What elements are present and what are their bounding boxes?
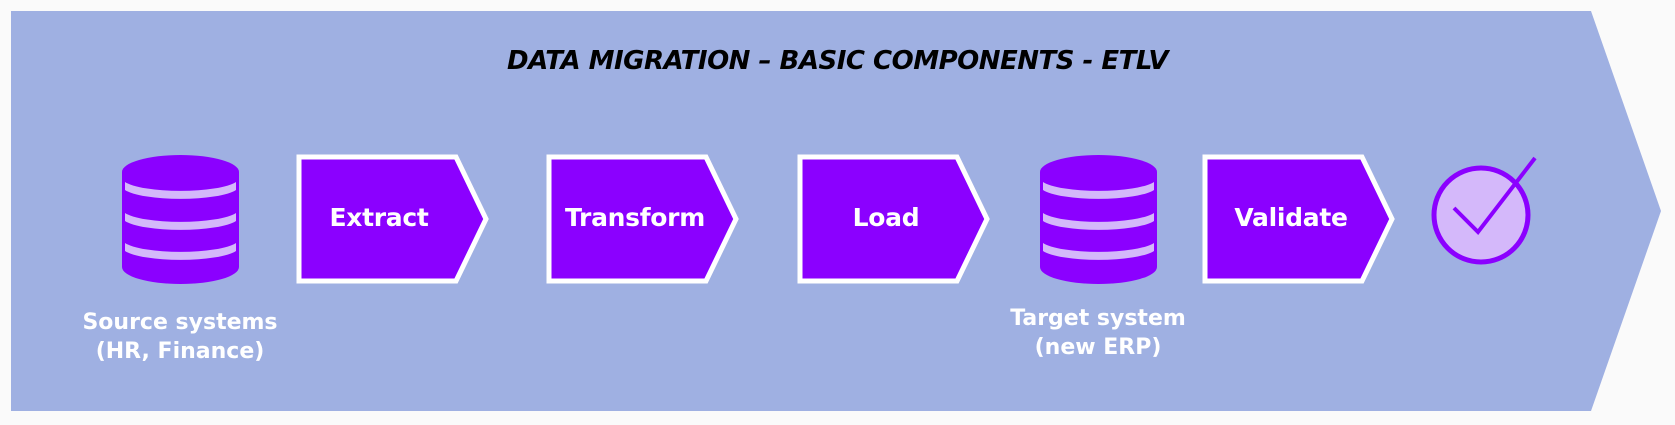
source-database-icon	[122, 155, 239, 284]
diagram-title: DATA MIGRATION – BASIC COMPONENTS - ETLV	[507, 46, 1168, 76]
source-caption: Source systems (HR, Finance)	[40, 308, 320, 366]
target-caption-line2: (new ERP)	[1034, 335, 1162, 360]
transform-step-shape[interactable]	[546, 154, 739, 284]
source-caption-line1: Source systems	[82, 310, 278, 335]
check-circle-icon	[1431, 156, 1537, 265]
load-step-shape[interactable]	[797, 154, 990, 284]
target-database-icon	[1040, 155, 1157, 284]
target-caption-line1: Target system	[1010, 306, 1186, 331]
target-caption: Target system (new ERP)	[958, 304, 1238, 362]
validate-step-label: Validate	[1234, 203, 1348, 232]
validate-step-shape[interactable]	[1202, 154, 1395, 284]
extract-step-label: Extract	[329, 203, 429, 232]
extract-step-shape[interactable]	[296, 154, 489, 284]
load-step-label: Load	[852, 203, 920, 232]
transform-step-label: Transform	[565, 203, 705, 232]
source-caption-line2: (HR, Finance)	[95, 339, 265, 364]
